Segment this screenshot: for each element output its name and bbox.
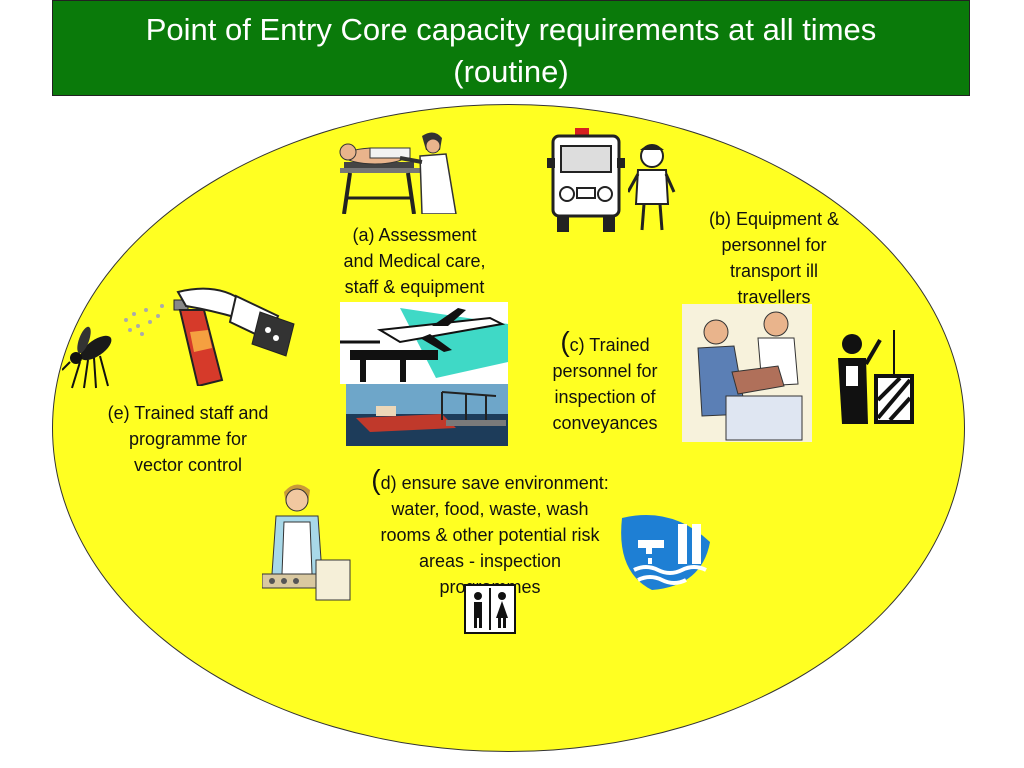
mosquito-icon	[62, 318, 124, 390]
paramedic-icon	[628, 142, 676, 232]
label-e-vector-control: (e) Trained staff and programme for vect…	[107, 403, 269, 475]
title-line-2: (routine)	[453, 54, 569, 89]
yellow-ellipse-background	[52, 104, 965, 752]
title-line-1: Point of Entry Core capacity requirement…	[145, 12, 877, 47]
label-a-assessment: (a) Assessment and Medical care, staff &…	[343, 225, 486, 297]
cargo-ship-port-icon	[346, 384, 508, 446]
food-preparation-worker-icon	[262, 478, 352, 603]
label-d-safe-environment: (d) ensure save environment: water, food…	[371, 464, 609, 598]
customs-inspection-icon	[682, 304, 812, 442]
label-c-inspection-conveyances: (c) Trained personnel for inspection of …	[552, 326, 658, 434]
cargo-handler-icon	[834, 330, 916, 426]
doctor-examining-patient-icon	[330, 128, 465, 214]
water-supply-icon	[612, 512, 712, 592]
insecticide-spray-icon	[118, 282, 298, 386]
title-bar: Point of Entry Core capacity requirement…	[52, 0, 970, 96]
restroom-icon	[464, 584, 516, 634]
label-b-equipment-transport: (b) Equipment & personnel for transport …	[708, 209, 840, 307]
ambulance-icon	[545, 128, 630, 233]
airplane-terminal-icon	[340, 302, 508, 384]
